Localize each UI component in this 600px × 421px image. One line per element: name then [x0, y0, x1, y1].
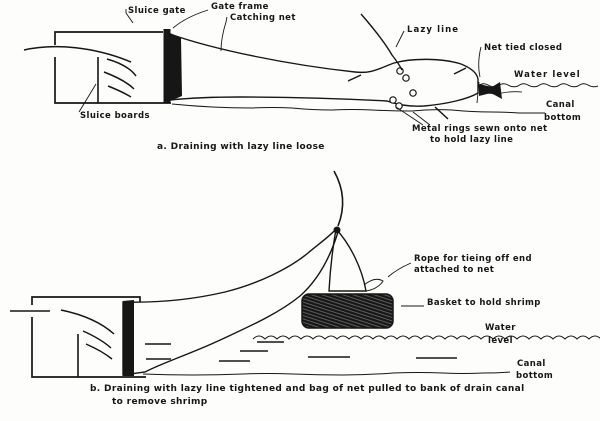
label-metal-rings-line2: to hold lazy line [430, 135, 514, 145]
leader-lines-a [78, 9, 482, 126]
rope-b [363, 278, 384, 292]
label-net-tied-closed: Net tied closed [484, 43, 563, 53]
label-canal-a: Canal [546, 100, 575, 110]
label-basket: Basket to hold shrimp [427, 298, 541, 308]
label-water-level-a: Water level [514, 70, 581, 80]
sluice-box-a [54, 29, 171, 104]
canal-bottom-line-b [142, 371, 511, 376]
label-rope-line2: attached to net [414, 265, 495, 275]
label-rope-line1: Rope for tieing off end [414, 254, 532, 264]
net-tail-tied-a [479, 82, 502, 99]
label-metal-rings-line1: Metal rings sewn onto net [412, 124, 548, 134]
label-catching-net: Catching net [230, 13, 296, 23]
net-bag-b [328, 227, 367, 292]
sluice-box-b [31, 296, 146, 378]
label-canal-bottom-b: bottom [516, 371, 554, 381]
label-canal-bottom-a: bottom [544, 113, 582, 123]
flow-arrows-canal-b [219, 341, 457, 362]
water-line-b [252, 335, 600, 340]
label-sluice-boards: Sluice boards [80, 111, 150, 121]
label-lazy-line: Lazy line [407, 25, 460, 35]
leader-lines-b [387, 262, 424, 307]
label-canal-b: Canal [517, 359, 546, 369]
gate-frame-a [163, 29, 171, 103]
label-level-b: level [488, 336, 513, 346]
label-gate-frame: Gate frame [211, 2, 269, 12]
label-sluice-gate: Sluice gate [128, 6, 186, 16]
label-water-b: Water [485, 323, 516, 333]
caption-panel-b-line2: to remove shrimp [112, 397, 208, 407]
flow-arrows-a [23, 45, 467, 120]
flow-arrows-b [10, 309, 171, 360]
metal-rings-a [389, 67, 417, 110]
basket-b [301, 293, 394, 329]
caption-panel-a: a. Draining with lazy line loose [157, 142, 325, 152]
lazy-line-a [360, 13, 403, 71]
gate-frame-b [123, 300, 134, 376]
water-line-a [477, 83, 599, 95]
canal-bottom-line-a [171, 103, 545, 114]
lazy-line-b [333, 170, 344, 227]
caption-panel-b-line1: b. Draining with lazy line tightened and… [90, 384, 525, 394]
catching-net-a [169, 33, 502, 107]
